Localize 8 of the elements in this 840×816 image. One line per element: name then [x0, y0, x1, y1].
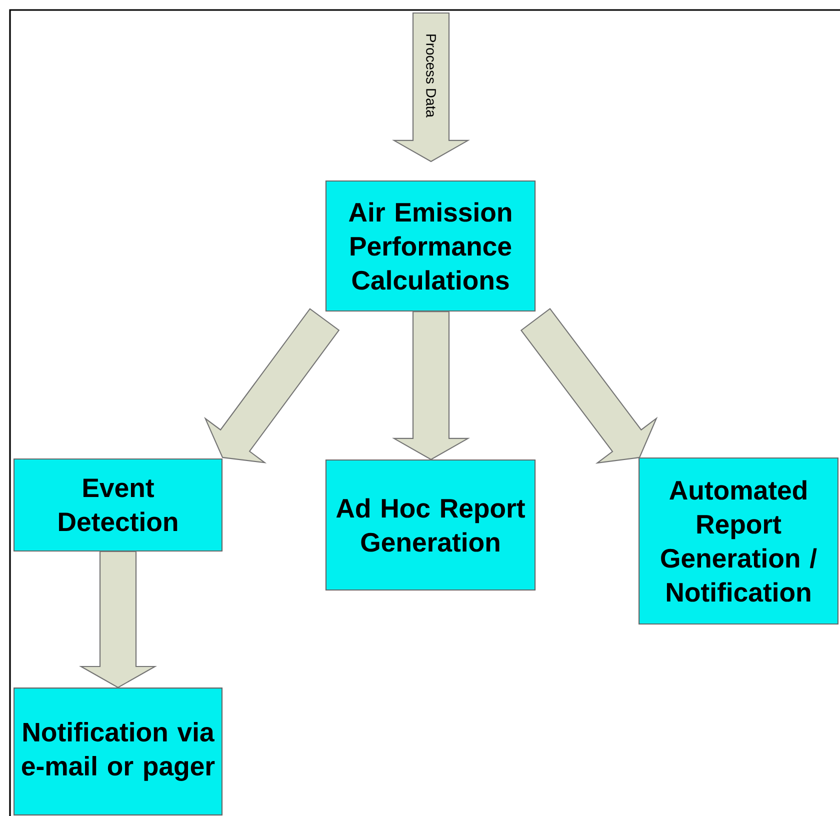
block-arrow: [392, 311, 470, 460]
process-box: Automated Report Generation / Notification: [638, 457, 838, 625]
process-box: Ad Hoc Report Generation: [325, 459, 536, 591]
process-box: Air Emission Performance Calculations: [325, 180, 536, 312]
process-box: Notification via e-mail or pager: [13, 688, 223, 816]
block-arrow: [78, 551, 158, 688]
edge-label: Process Data: [424, 32, 438, 119]
process-box: Event Detection: [13, 458, 223, 552]
